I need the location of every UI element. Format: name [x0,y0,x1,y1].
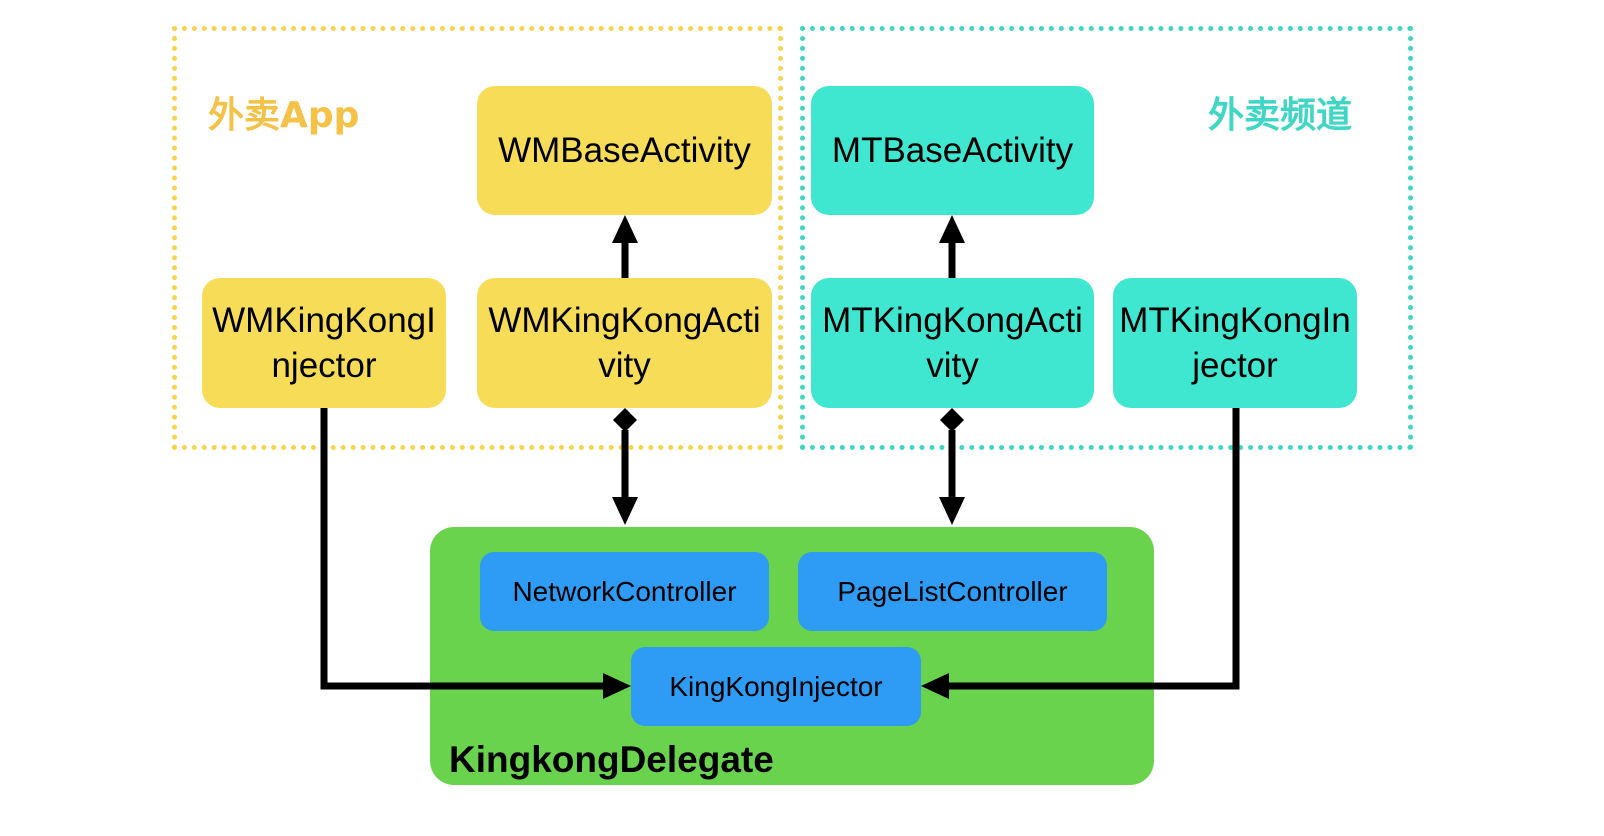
page-list-controller-box: PageListController [798,552,1107,631]
wm-kingkong-injector-box: WMKingKongInjector [202,278,446,408]
composition-wm-activity-to-delegate [612,408,638,525]
kingkong-injector-box: KingKongInjector [631,647,921,726]
waimai-channel-label: 外卖频道 [1208,95,1353,136]
kingkong-delegate-label: KingkongDelegate [449,739,774,780]
composition-mt-activity-to-delegate [939,408,965,525]
mt-kingkong-activity-box: MTKingKongActivity [811,278,1094,408]
arrow-wm-activity-to-base [612,215,638,278]
waimai-app-label: 外卖App [208,95,360,136]
waimai-channel-region [800,26,1413,450]
arrow-mt-injector-to-kingkong-injector [921,408,1240,699]
wm-base-activity-box: WMBaseActivity [477,86,772,215]
waimai-app-region [172,26,783,450]
arrow-mt-activity-to-base [939,215,965,278]
mt-base-activity-box: MTBaseActivity [811,86,1094,215]
mt-kingkong-injector-box: MTKingKongInjector [1113,278,1357,408]
wm-kingkong-activity-box: WMKingKongActivity [477,278,772,408]
arrow-wm-injector-to-kingkong-injector [320,408,631,699]
network-controller-box: NetworkController [480,552,769,631]
